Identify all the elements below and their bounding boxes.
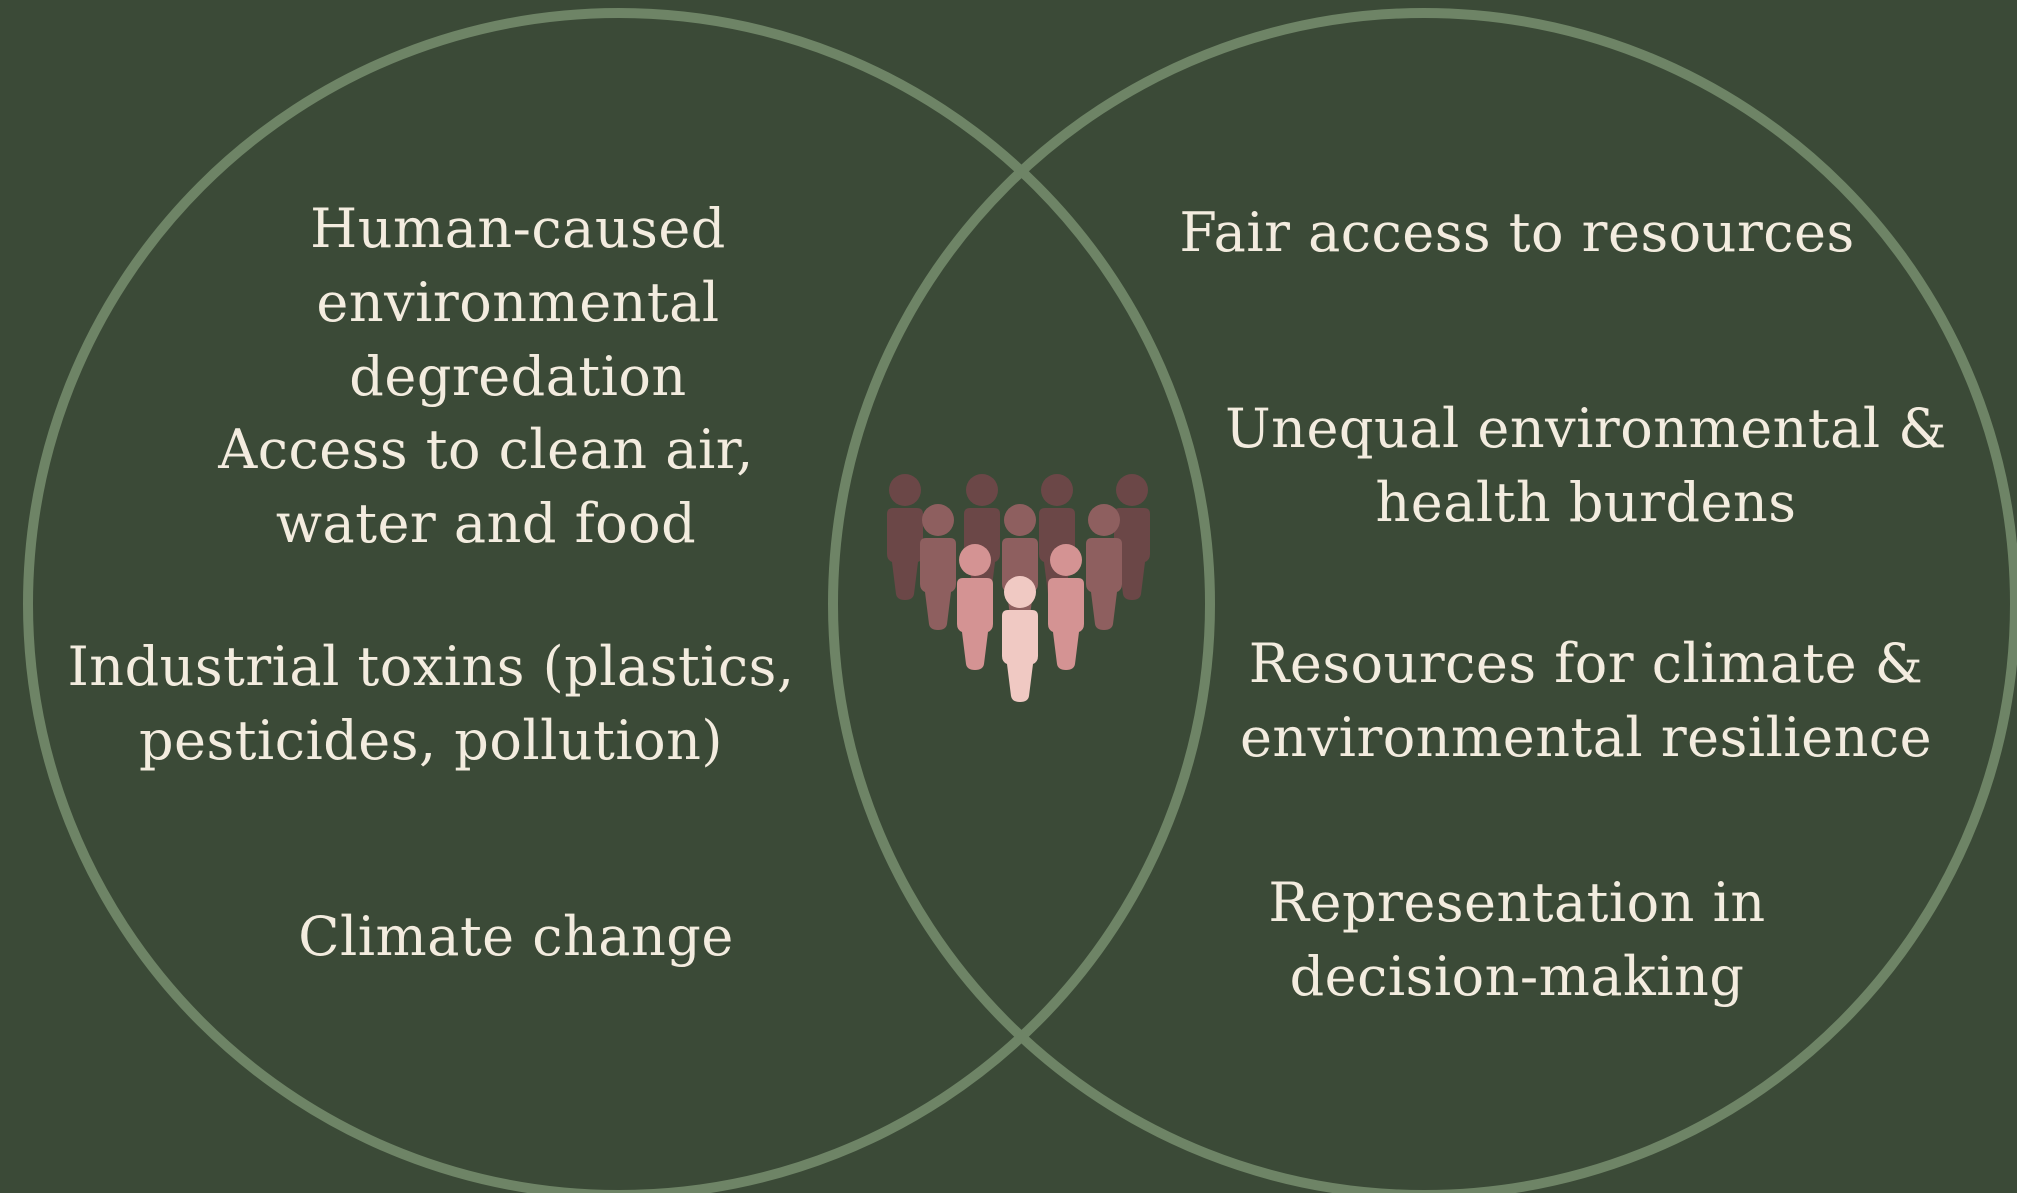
left-item-1-line-3: degredation: [349, 345, 687, 408]
left-item-3-line-1: Industrial toxins (plastics,: [67, 635, 795, 698]
right-item-fair-access: Fair access to resources: [1179, 196, 1854, 270]
right-item-2-line-2: health burdens: [1375, 471, 1797, 534]
left-item-industrial-toxins: Industrial toxins (plastics, pesticides,…: [67, 630, 794, 778]
left-item-2-line-2: water and food: [275, 492, 697, 555]
people-front-person: [1002, 576, 1038, 702]
left-item-4-line-1: Climate change: [298, 905, 734, 968]
right-item-representation: Representation in decision-making: [1268, 866, 1765, 1014]
left-circle: [23, 8, 1215, 1193]
right-item-unequal-burdens: Unequal environmental & health burdens: [1225, 392, 1947, 540]
right-item-3-line-2: environmental resilience: [1239, 706, 1933, 769]
left-item-climate-change: Climate change: [298, 900, 734, 974]
right-circle: [828, 8, 2017, 1193]
right-item-2-line-1: Unequal environmental &: [1225, 397, 1947, 460]
left-item-1-line-2: environmental: [316, 271, 720, 334]
left-item-clean-air-water-food: Access to clean air, water and food: [218, 413, 754, 561]
right-item-1-line-1: Fair access to resources: [1179, 201, 1855, 264]
left-item-3-line-2: pesticides, pollution): [138, 709, 724, 772]
left-item-2-line-1: Access to clean air,: [218, 418, 754, 481]
right-item-3-line-1: Resources for climate &: [1248, 632, 1924, 695]
left-item-1-line-1: Human-caused: [310, 197, 726, 260]
right-item-climate-resilience: Resources for climate & environmental re…: [1240, 627, 1932, 775]
right-item-4-line-1: Representation in: [1268, 871, 1766, 934]
left-item-environmental-degradation: Human-caused environmental degredation: [310, 192, 726, 414]
people-group-icon: [887, 474, 1150, 702]
right-item-4-line-2: decision-making: [1289, 945, 1745, 1008]
